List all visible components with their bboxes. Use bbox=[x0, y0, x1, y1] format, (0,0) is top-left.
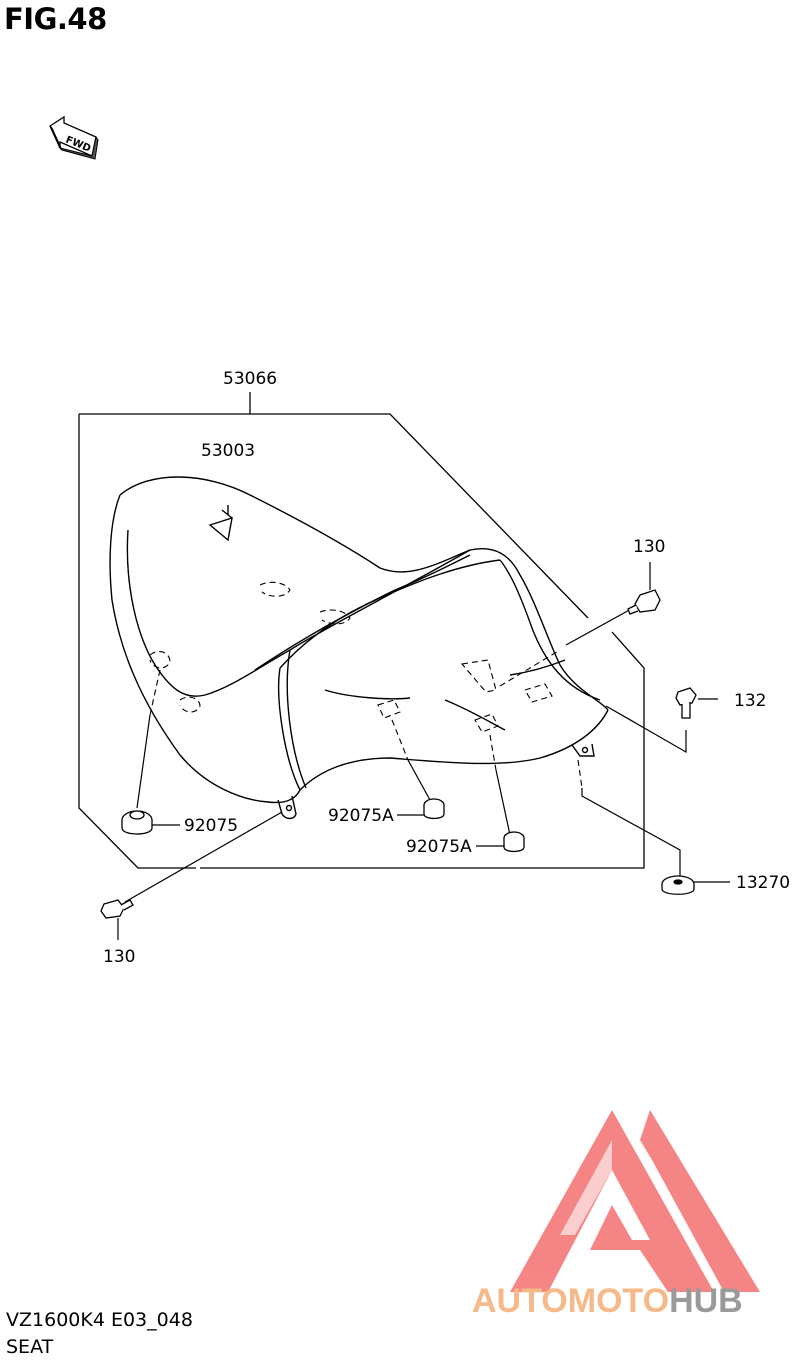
seat-front-hook bbox=[277, 795, 297, 820]
model-code: VZ1600K4 E03_048 bbox=[6, 1309, 193, 1331]
watermark-word-automoto: AUTOMOTO bbox=[472, 1282, 669, 1320]
callout-53066: 53066 bbox=[223, 369, 277, 389]
seat-pillion-surface-line-1 bbox=[324, 689, 411, 700]
dashed-leader-130-top bbox=[499, 649, 561, 687]
callout-132: 132 bbox=[734, 691, 766, 711]
callout-labels: 53066 53003 130 132 92075 92075A 92075A … bbox=[103, 369, 790, 967]
seat-hidden-features bbox=[149, 581, 583, 789]
seat-pillion-inner-back bbox=[499, 559, 601, 701]
watermark-logo bbox=[510, 1110, 760, 1292]
leader-lines bbox=[117, 562, 730, 940]
frame-top-edge bbox=[79, 413, 589, 619]
seat-label-tag bbox=[208, 509, 233, 542]
fwd-arrow-icon: FWD bbox=[49, 115, 99, 160]
watermark-word-hub: HUB bbox=[669, 1282, 743, 1320]
seat-pillion-bottom bbox=[299, 709, 609, 791]
seat-rear-bracket-tab bbox=[571, 743, 595, 757]
leader-13270-path bbox=[581, 788, 681, 876]
cushion-92075A-1-icon bbox=[423, 798, 445, 820]
frame-bottom-right-edge bbox=[200, 631, 645, 869]
bolt-132-icon bbox=[675, 687, 697, 719]
dashed-leader-92075A-2 bbox=[489, 734, 497, 771]
callout-130-top: 130 bbox=[633, 537, 665, 557]
hidden-bracket-front bbox=[460, 659, 497, 693]
watermark-logo-highlight bbox=[560, 1140, 612, 1235]
callout-92075A-2: 92075A bbox=[406, 837, 472, 857]
callout-92075A-1: 92075A bbox=[328, 806, 394, 826]
watermark-logo-left-shape bbox=[510, 1110, 714, 1292]
seat-pillion-top-front bbox=[279, 559, 501, 669]
watermark-logo-right-shape bbox=[640, 1110, 760, 1292]
hidden-cushion-3 bbox=[524, 683, 553, 703]
cushion-92075-icon bbox=[121, 810, 153, 835]
seat-pillion-front-welt bbox=[286, 649, 307, 789]
leader-130-top bbox=[565, 607, 634, 646]
leader-92075A-1-solid bbox=[407, 759, 431, 801]
seat-rider-top bbox=[119, 476, 471, 573]
hidden-clip-1 bbox=[259, 581, 291, 597]
bolt-130-bottom-icon bbox=[100, 899, 134, 919]
seat-pillion-front-face bbox=[278, 667, 301, 791]
callout-13270: 13270 bbox=[736, 873, 790, 893]
callout-92075: 92075 bbox=[184, 816, 238, 836]
bolt-130-top-icon bbox=[627, 589, 661, 615]
section-name: SEAT bbox=[6, 1336, 54, 1358]
leader-130-bottom bbox=[124, 811, 283, 903]
watermark-text: AUTOMOTOHUB bbox=[472, 1282, 743, 1320]
leader-92075A-2-solid bbox=[495, 769, 511, 836]
seat-pillion-back bbox=[289, 548, 609, 711]
hidden-clip-4 bbox=[179, 696, 201, 713]
seat-pillion-surface-line-2 bbox=[444, 699, 506, 731]
washer-13270-icon bbox=[661, 875, 695, 895]
seat-rider-left-side bbox=[109, 494, 269, 803]
hidden-cushion-2 bbox=[474, 713, 499, 733]
leader-132-to-seat bbox=[605, 705, 687, 754]
frame-left-edge bbox=[78, 414, 196, 869]
callout-53003: 53003 bbox=[201, 441, 255, 461]
hardware bbox=[100, 589, 697, 919]
figure-title: FIG.48 bbox=[4, 2, 107, 36]
seat-pillion-surface-line-3 bbox=[509, 659, 566, 676]
hidden-cushion-1 bbox=[377, 699, 401, 719]
seat-front-corner bbox=[267, 789, 301, 804]
seat-front-hook-hole bbox=[285, 804, 293, 812]
leader-92075-solid bbox=[136, 714, 151, 809]
seat-center-welt bbox=[254, 554, 471, 671]
seat-rider-lower-edge bbox=[126, 529, 291, 697]
callout-130-bottom: 130 bbox=[103, 947, 135, 967]
seat-53003-drawing bbox=[109, 476, 609, 820]
assembly-frame bbox=[78, 392, 645, 869]
dashed-leader-92075A-1 bbox=[391, 719, 409, 761]
dashed-leader-13270 bbox=[577, 759, 583, 789]
cushion-92075A-2-icon bbox=[503, 831, 525, 853]
dashed-leader-92075 bbox=[149, 669, 161, 716]
hidden-clip-2 bbox=[319, 609, 351, 625]
hidden-clip-3 bbox=[149, 650, 171, 669]
seat-rear-bracket-hole bbox=[581, 746, 589, 754]
